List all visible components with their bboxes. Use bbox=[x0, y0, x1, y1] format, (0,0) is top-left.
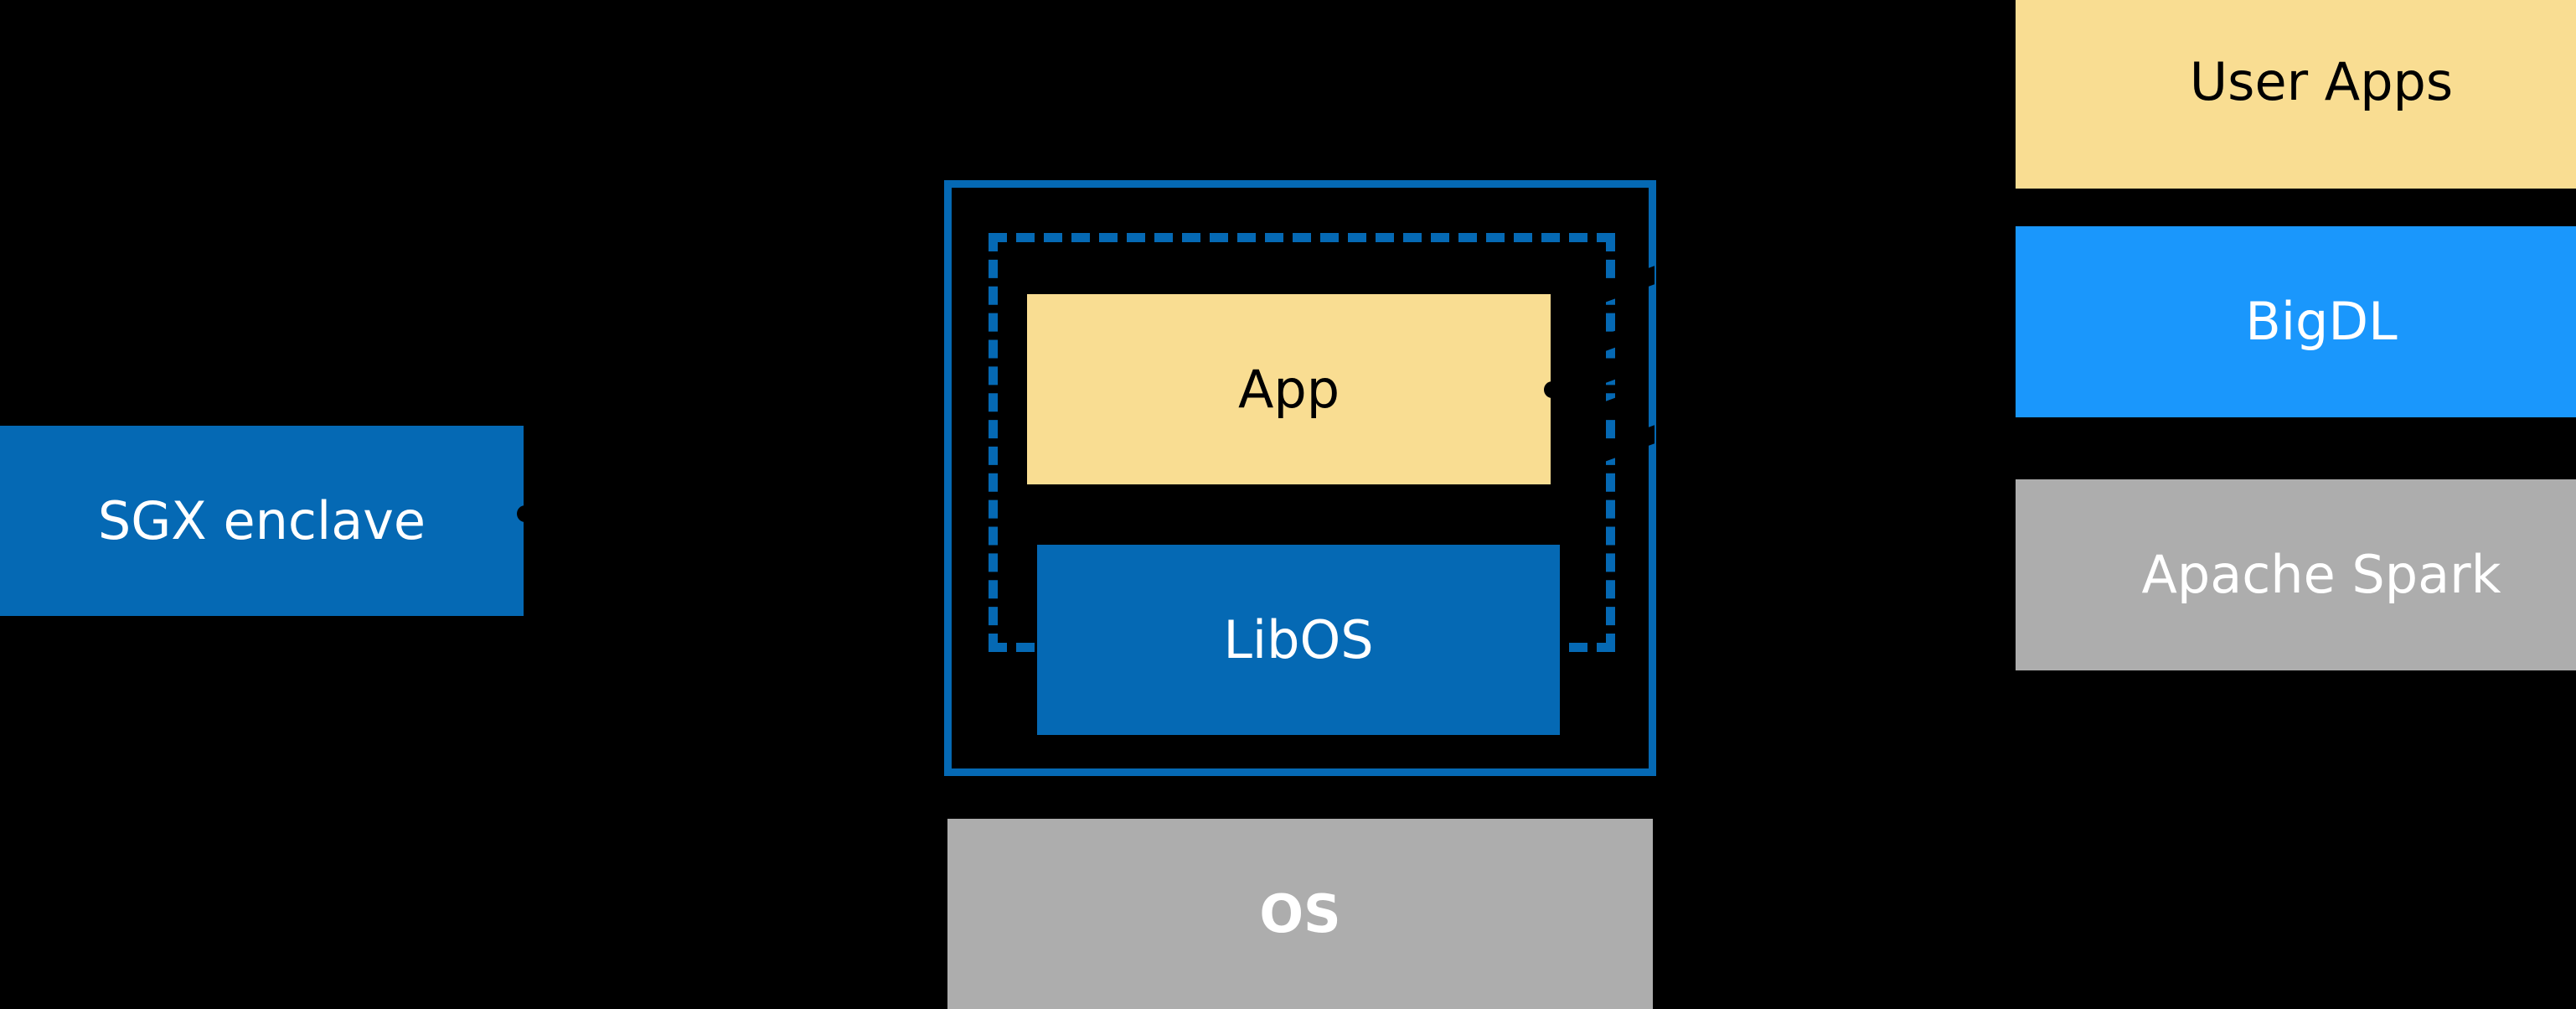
sgx-enclave-label: SGX enclave bbox=[97, 489, 426, 551]
enclave-outer-frame bbox=[944, 180, 1656, 776]
app-leader-arrowhead bbox=[1544, 381, 1561, 398]
os-label: OS bbox=[1259, 882, 1341, 944]
bigdl-label: BigDL bbox=[2245, 291, 2398, 353]
libos-box: LibOS bbox=[1037, 545, 1560, 735]
apache-spark-box: Apache Spark bbox=[2016, 479, 2576, 670]
sgx-enclave-box: SGX enclave bbox=[0, 426, 524, 616]
bigdl-box: BigDL bbox=[2016, 226, 2576, 417]
user-apps-label: User Apps bbox=[2189, 50, 2454, 112]
libos-label: LibOS bbox=[1223, 608, 1374, 670]
app-label: App bbox=[1237, 358, 1340, 420]
app-box: App bbox=[1027, 294, 1551, 484]
os-box: OS bbox=[947, 819, 1653, 1009]
user-apps-box: User Apps bbox=[2016, 0, 2576, 189]
sgx-leader-line bbox=[524, 511, 959, 517]
apache-spark-label: Apache Spark bbox=[2141, 544, 2501, 606]
